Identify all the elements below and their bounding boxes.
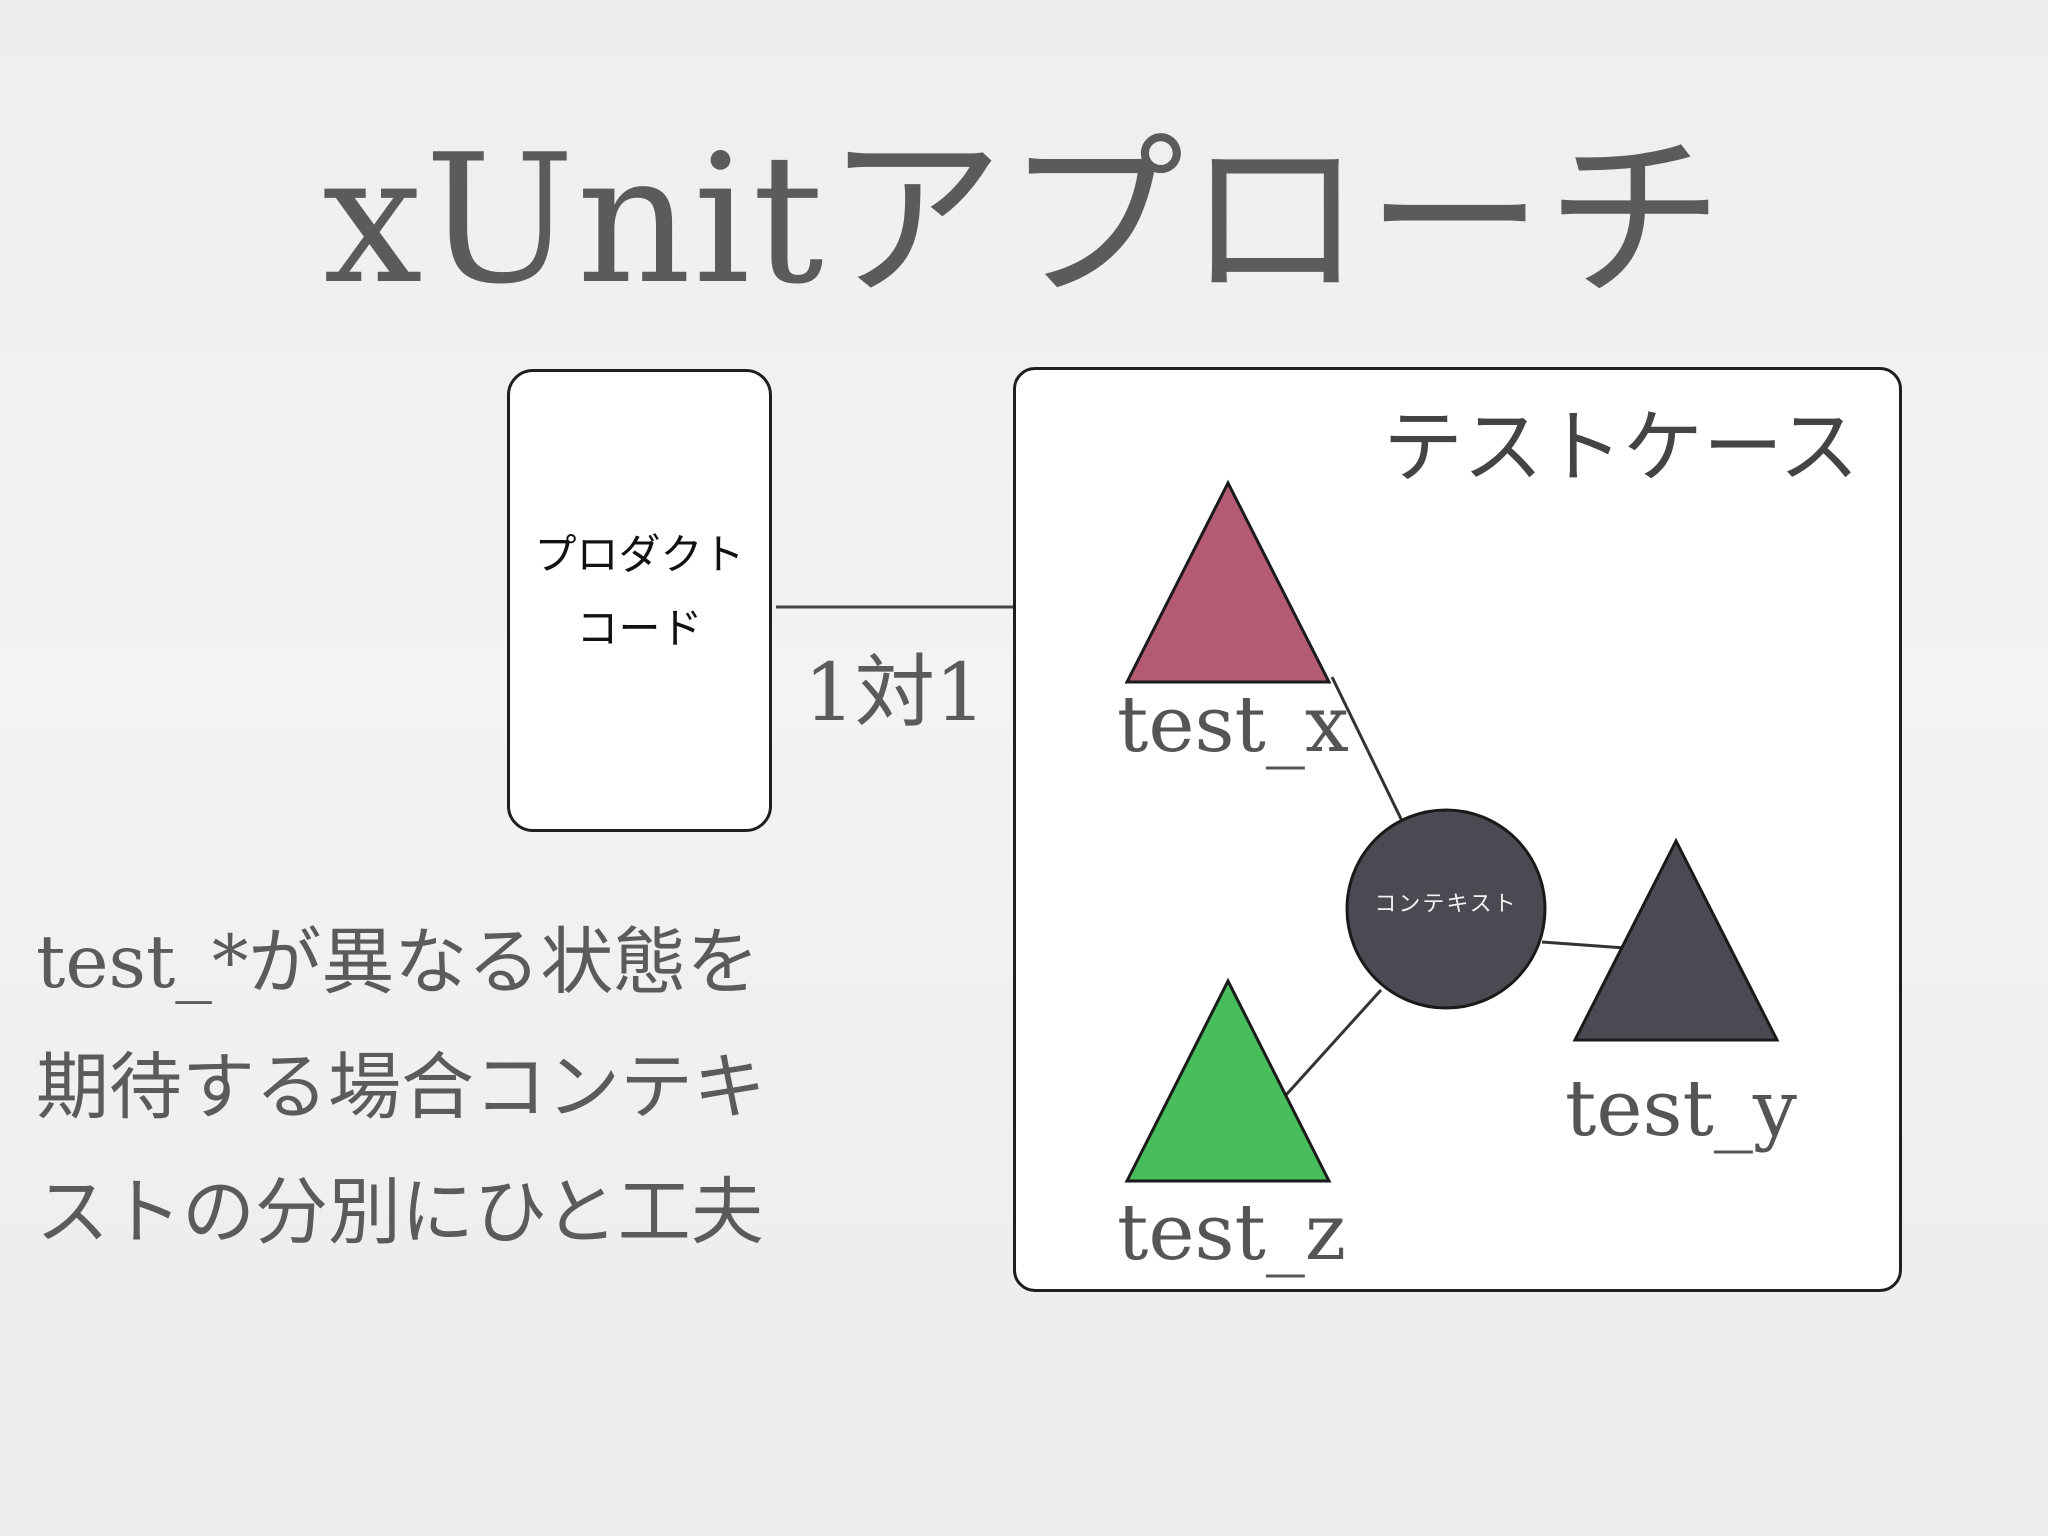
test-x-label: test_x bbox=[1117, 680, 1349, 770]
test-y-triangle bbox=[1572, 837, 1780, 1042]
context-link-y bbox=[1541, 940, 1626, 950]
test-x-triangle bbox=[1124, 479, 1332, 684]
product-code-label: プロダクト コード bbox=[534, 530, 745, 653]
context-link-z bbox=[1284, 988, 1383, 1097]
context-link-x bbox=[1330, 676, 1406, 826]
context-node-label: コンテキスト bbox=[1374, 892, 1518, 917]
test-z-triangle bbox=[1124, 977, 1332, 1183]
context-node bbox=[1345, 808, 1547, 1010]
note-text: test_*が異なる状態を 期待する場合コンテキ ストの分別にひと工夫 bbox=[36, 900, 916, 1275]
relation-label: 1対1 bbox=[804, 646, 986, 739]
product-code-box: プロダクト コード bbox=[507, 369, 772, 832]
slide-title: xUnitアプローチ bbox=[322, 116, 1726, 323]
note-line: test_*が異なる状態を bbox=[36, 920, 760, 1005]
note-line: ストの分別にひと工夫 bbox=[36, 1170, 764, 1255]
test-y-label: test_y bbox=[1565, 1064, 1797, 1154]
note-line: 期待する場合コンテキ bbox=[36, 1045, 766, 1130]
test-z-label: test_z bbox=[1117, 1188, 1346, 1278]
test-case-title: テストケース bbox=[1383, 401, 1859, 494]
